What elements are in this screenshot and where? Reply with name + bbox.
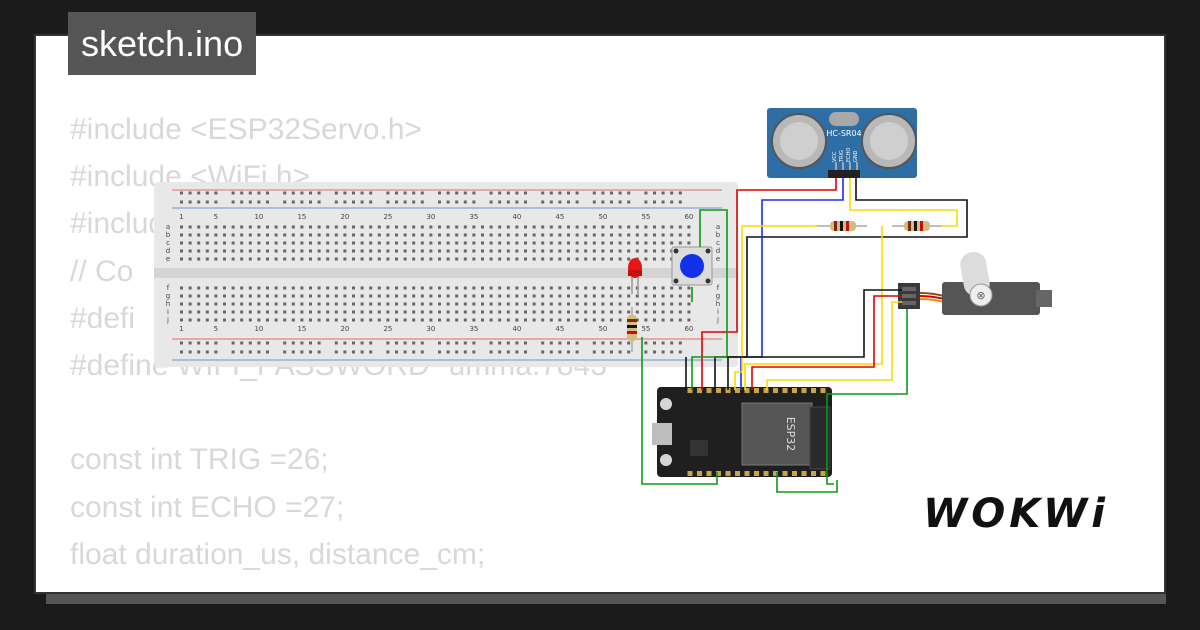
- column-number: 55: [641, 325, 650, 333]
- card-shadow: [46, 594, 1166, 604]
- red-led: [628, 258, 642, 294]
- sketch-card: #include <ESP32Servo.h>#include <WiFi.h>…: [34, 34, 1166, 594]
- row-letter: g: [166, 292, 170, 300]
- wire-servo-vcc: [751, 295, 902, 390]
- wire-servo-return: [826, 309, 908, 485]
- button-cap: [680, 254, 704, 278]
- column-number: 45: [555, 213, 564, 221]
- row-letter: j: [716, 316, 719, 324]
- column-number: 20: [340, 213, 349, 221]
- wire-servo-gnd: [727, 289, 902, 390]
- column-number: 60: [684, 213, 693, 221]
- servo-motor: ⊗: [898, 251, 1052, 315]
- row-letter: e: [166, 255, 170, 263]
- sensor-pin-label: GND: [853, 150, 859, 162]
- code-line: float duration_us, distance_cm;: [70, 537, 486, 571]
- breadboard-center-gap: [154, 268, 738, 278]
- row-letter: d: [166, 247, 170, 255]
- code-line: // Co: [70, 254, 134, 288]
- resistor-2: [892, 221, 942, 231]
- row-letter: j: [166, 316, 169, 324]
- column-number: 50: [598, 213, 607, 221]
- row-letter: a: [166, 223, 170, 231]
- row-letter: d: [716, 247, 720, 255]
- esp32-board: ESP32: [652, 387, 832, 477]
- column-number: 55: [641, 213, 650, 221]
- row-letter: h: [166, 300, 170, 308]
- column-number: 10: [254, 325, 263, 333]
- svg-text:⊗: ⊗: [976, 289, 985, 302]
- row-letter: i: [717, 308, 719, 316]
- row-letter: b: [716, 231, 721, 239]
- esp32-pins: [687, 388, 826, 476]
- wire-green-button: [691, 209, 728, 390]
- row-letter: f: [167, 284, 170, 292]
- row-letter: e: [716, 255, 720, 263]
- row-letter: c: [166, 239, 170, 247]
- row-letter: b: [166, 231, 171, 239]
- column-number: 20: [340, 325, 349, 333]
- column-number: 35: [469, 213, 478, 221]
- code-line: #defi: [70, 301, 136, 335]
- column-number: 10: [254, 213, 263, 221]
- row-letter: a: [716, 223, 720, 231]
- row-letter: f: [717, 284, 720, 292]
- column-number: 30: [426, 213, 435, 221]
- code-line: const int ECHO =27;: [70, 490, 345, 524]
- column-number: 5: [214, 213, 218, 221]
- code-line: #include <ESP32Servo.h>: [70, 113, 422, 146]
- wire-servo-signal: [766, 301, 902, 390]
- sensor-label: HC-SR04: [826, 129, 861, 138]
- file-tab[interactable]: sketch.ino: [68, 12, 257, 75]
- column-number: 40: [512, 213, 521, 221]
- pushbutton: [671, 246, 713, 286]
- breadboard: 1155101015152020252530303535404045455050…: [154, 182, 738, 367]
- breadboard-holes: [180, 191, 691, 354]
- sensor-pin-label: TRIG: [839, 150, 845, 163]
- wokwi-logo: WOKWi: [923, 491, 1109, 537]
- column-number: 50: [598, 325, 607, 333]
- row-letter: g: [716, 292, 720, 300]
- row-letter: c: [716, 239, 720, 247]
- wire-green-loop: [641, 337, 718, 485]
- column-number: 60: [684, 325, 693, 333]
- wire-red-vcc: [701, 178, 837, 390]
- column-number: 30: [426, 325, 435, 333]
- breadboard-resistor: [627, 307, 637, 352]
- wire-green-bottom: [776, 472, 838, 493]
- column-number: 40: [512, 325, 521, 333]
- row-letter: i: [167, 308, 169, 316]
- column-number: 5: [214, 325, 218, 333]
- column-number: 35: [469, 325, 478, 333]
- column-number: 45: [555, 325, 564, 333]
- resistor-1: [817, 221, 867, 231]
- circuit-diagram: 1155101015152020252530303535404045455050…: [154, 108, 1052, 493]
- sensor-pin-label: VCC: [832, 151, 838, 162]
- column-number: 25: [383, 213, 392, 221]
- sensor-pin-label: ECHO: [846, 148, 852, 162]
- code-line: const int TRIG =26;: [70, 443, 329, 477]
- wire-yellow-divider: [744, 226, 883, 390]
- esp32-label: ESP32: [784, 417, 797, 452]
- column-number: 15: [297, 213, 306, 221]
- breadboard-labels: 1155101015152020252530303535404045455050…: [166, 213, 721, 333]
- wires: [641, 178, 968, 493]
- column-number: 1: [179, 325, 183, 333]
- column-number: 1: [179, 213, 183, 221]
- wire-yellow-echo: [734, 178, 958, 390]
- row-letter: h: [716, 300, 720, 308]
- column-number: 15: [297, 325, 306, 333]
- wire-blue-trig: [740, 178, 844, 390]
- column-number: 25: [383, 325, 392, 333]
